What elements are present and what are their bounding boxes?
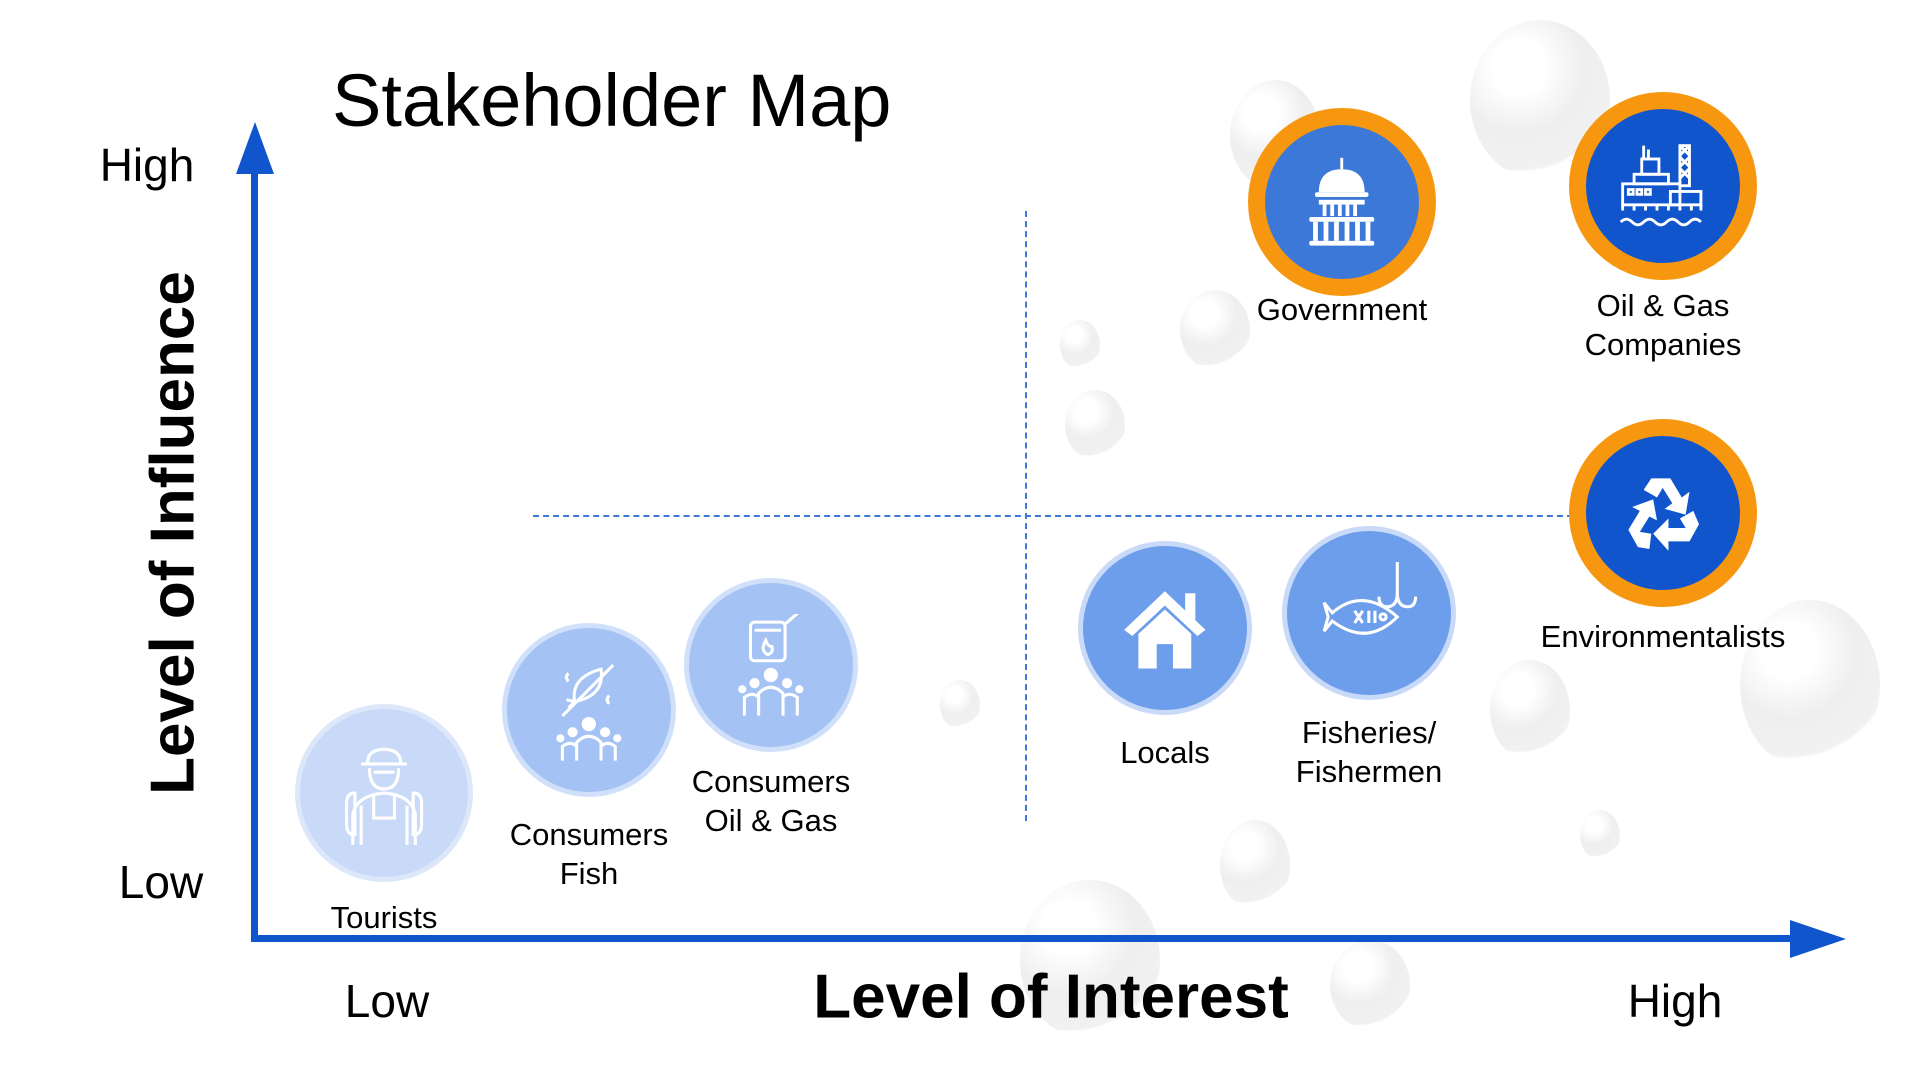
label-line: Oil & Gas [1596, 288, 1730, 323]
background-bubble [940, 680, 980, 730]
background-bubble [1180, 290, 1250, 370]
background-bubble [1490, 660, 1570, 760]
label-line: Fish [559, 856, 619, 891]
background-bubble [1020, 880, 1160, 1040]
stakeholder-label: Fisheries/Fishermen [1296, 713, 1442, 791]
background-bubble [1580, 810, 1620, 860]
tourist-icon [344, 747, 424, 846]
label-line: Environmentalists [1540, 619, 1786, 654]
label-line: Consumers [509, 817, 669, 852]
background-bubble [1065, 390, 1125, 460]
page-title: Stakeholder Map [332, 59, 892, 142]
stakeholder-consumers-oil-gas [684, 578, 858, 752]
capitol-icon [1309, 158, 1375, 246]
label-line: Consumers [691, 764, 851, 799]
fish-hook-icon [1322, 562, 1418, 635]
fuel-can-people-icon [738, 614, 804, 716]
y-axis-arrow-icon [236, 122, 274, 174]
house-icon [1124, 591, 1206, 669]
recycle-icon [1628, 478, 1700, 552]
x-axis-line [255, 935, 1810, 942]
label-line: Tourists [330, 900, 438, 935]
y-axis-high-label: High [99, 139, 195, 191]
label-line: Fisheries/ [1301, 715, 1437, 750]
stakeholder-tourists [295, 704, 473, 882]
quadrant-divider-horizontal [533, 515, 1573, 517]
y-axis-line [251, 160, 258, 942]
background-bubble [1330, 940, 1410, 1030]
stakeholder-locals [1078, 541, 1252, 715]
stakeholder-label: Government [1257, 290, 1428, 329]
stakeholder-environmentalists [1569, 419, 1757, 607]
oil-rig-ship-icon [1619, 144, 1703, 227]
label-line: Government [1256, 292, 1428, 327]
background-bubble [1740, 600, 1880, 770]
stakeholder-label: Environmentalists [1541, 617, 1786, 656]
y-axis-low-label: Low [118, 856, 204, 908]
y-axis-title: Level of Influence [138, 271, 208, 795]
x-axis-arrow-icon [1790, 920, 1846, 958]
label-line: Locals [1120, 735, 1210, 770]
fish-people-icon [556, 664, 622, 761]
x-axis-high-label: High [1627, 975, 1723, 1027]
stakeholder-label: Locals [1120, 733, 1210, 772]
x-axis-title: Level of Interest [813, 962, 1289, 1032]
x-axis-low-label: Low [344, 975, 430, 1027]
label-line: Fishermen [1295, 754, 1443, 789]
label-line: Companies [1584, 327, 1742, 362]
stakeholder-fisheries [1282, 526, 1456, 700]
stakeholder-government [1248, 108, 1436, 296]
background-bubble [1220, 820, 1290, 910]
stakeholder-oil-gas-companies [1569, 92, 1757, 280]
label-line: Oil & Gas [704, 803, 838, 838]
stakeholder-label: Tourists [331, 898, 438, 937]
background-bubble [1060, 320, 1100, 370]
stakeholder-consumers-fish [502, 623, 676, 797]
